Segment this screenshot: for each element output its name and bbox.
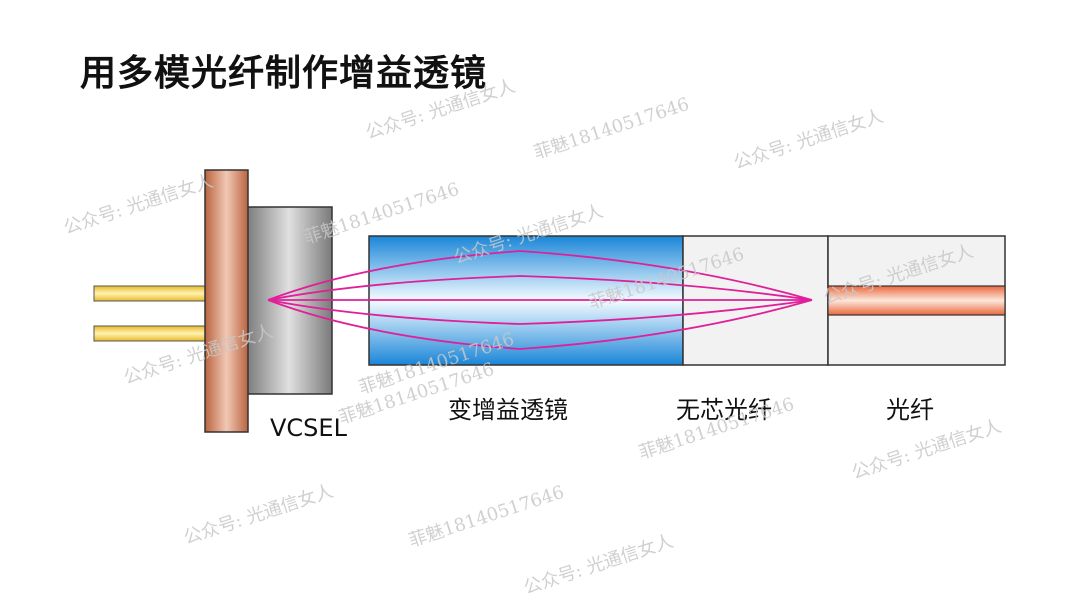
ray-top-inner [267,275,813,301]
fiber-label: 光纤 [886,396,934,424]
fiber-core [827,285,1006,316]
light-rays [267,250,813,350]
ray-bottom-inner [267,299,813,325]
ray-top-outer [267,250,813,301]
coreless-fiber-label: 无芯光纤 [676,396,772,424]
vcsel-label: VCSEL [270,414,347,442]
vcsel-flange [204,169,249,433]
page-title: 用多模光纤制作增益透镜 [80,53,488,94]
pin-top [93,285,207,302]
pin-bottom [93,325,207,342]
ray-bottom-outer [267,299,813,350]
grin-lens-label: 变增益透镜 [448,396,568,424]
